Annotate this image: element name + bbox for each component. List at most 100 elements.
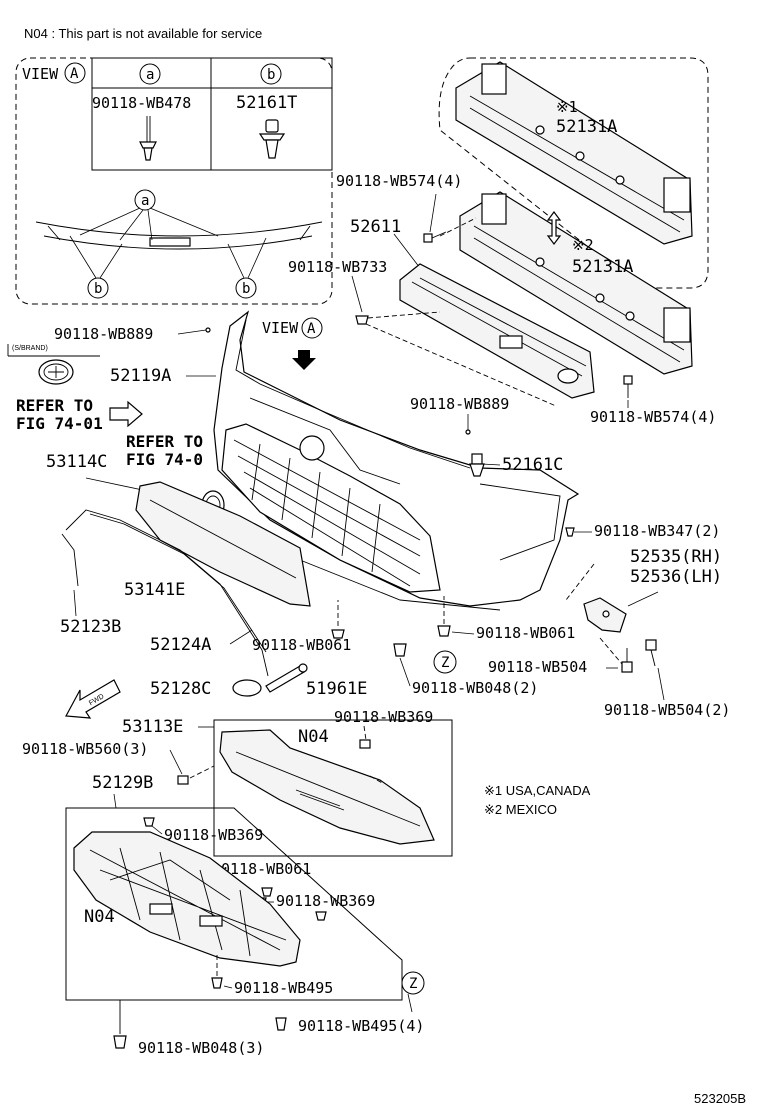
lower-grille-strip (135, 481, 311, 607)
col-b-letter: b (267, 67, 275, 83)
label-90118-wb504-b: 90118-WB504(2) (604, 701, 730, 719)
refer-arrow-icon (109, 400, 143, 428)
bumper-cover (213, 310, 580, 611)
mark-note-2: ※2 (572, 236, 594, 254)
screw-wb495-b-icon (275, 1017, 287, 1031)
header-note: N04 : This part is not available for ser… (24, 26, 262, 41)
view-a-letter: A (70, 66, 79, 82)
emblem-tag: (S/BRAND) (12, 345, 48, 352)
bolt-wb504-icon-2 (645, 639, 657, 667)
nut-wb061-c-icon (261, 887, 273, 897)
callout-z-1-letter: Z (441, 655, 449, 671)
label-90118-wb495-b: 90118-WB495(4) (298, 1017, 424, 1035)
bolt-wb504-icon (621, 648, 633, 673)
label-n04-b: N04 (84, 907, 115, 927)
label-52131a-usa: 52131A (556, 117, 617, 137)
bolt-icon-right (623, 375, 633, 398)
down-arrow-icon (292, 350, 316, 370)
bumper-moulding (61, 509, 269, 677)
clip-icon (355, 315, 369, 325)
refer-2-line-2: FIG 74-0 (126, 450, 203, 469)
label-90118-wb369-a: 90118-WB369 (334, 708, 433, 726)
energy-absorber (399, 263, 595, 399)
label-51961e: 51961E (306, 679, 367, 699)
lower-undercover (73, 831, 301, 967)
view-a-circle (64, 62, 86, 84)
col-a-letter: a (146, 67, 154, 83)
label-90118-wb733: 90118-WB733 (288, 258, 387, 276)
upper-undercover (219, 729, 435, 845)
label-90118-wb560: 90118-WB560(3) (22, 740, 148, 758)
label-90118-wb347: 90118-WB347(2) (594, 522, 720, 540)
nut-icon-a (331, 629, 345, 639)
label-90118-wb369-c: 90118-WB369 (276, 892, 375, 910)
callout-a (134, 189, 156, 211)
label-52131a-mexico: 52131A (572, 257, 633, 277)
bolt-icon (423, 231, 447, 243)
label-52123b: 52123B (60, 617, 121, 637)
col-b-circle (260, 63, 282, 85)
reinforcement-group: ※1 52131A ※2 52131A (438, 57, 709, 375)
screw-wb048-3-icon (113, 1000, 127, 1049)
label-90118-wb574-top: 90118-WB574(4) (336, 172, 462, 190)
label-52119a: 52119A (110, 366, 171, 386)
view-a-arrow-letter: A (307, 321, 316, 337)
view-a-title: VIEW (22, 65, 59, 83)
label-52124a: 52124A (150, 635, 211, 655)
label-52536: 52536(LH) (630, 567, 722, 587)
label-53114c: 53114C (46, 452, 107, 472)
callout-b1-letter: b (94, 281, 102, 297)
label-52611: 52611 (350, 217, 401, 237)
upper-cover-frame (213, 719, 453, 857)
towing-eye (265, 663, 308, 693)
mark-note-1: ※1 (556, 98, 578, 116)
emblem-icon (38, 359, 74, 385)
label-90118-wb495-a: 90118-WB495 (234, 979, 333, 997)
callout-a-letter: a (141, 193, 149, 209)
label-52128c: 52128C (150, 679, 211, 699)
screw-wb560-icon (177, 775, 189, 785)
callout-b2-letter: b (242, 281, 250, 297)
fastener-table (91, 57, 333, 171)
label-52129b: 52129B (92, 773, 153, 793)
view-a-detail: VIEW A a b 90118-WB478 52161T a (15, 57, 333, 305)
callout-z-2-letter: Z (409, 976, 417, 992)
label-90118-wb574-right: 90118-WB574(4) (590, 408, 716, 426)
callout-z-1 (433, 650, 457, 674)
push-clip-icon (258, 119, 286, 159)
label-90118-wb504-a: 90118-WB504 (488, 658, 587, 676)
view-a-arrow-circle (301, 317, 323, 339)
side-bracket (583, 597, 627, 633)
label-90118-wb369-b: 90118-WB369 (164, 826, 263, 844)
label-n04-a: N04 (298, 727, 329, 747)
refer-2-line-1: REFER TO (126, 432, 203, 451)
label-53113e: 53113E (122, 717, 183, 737)
front-bumper-reinforcement-1 (455, 61, 693, 245)
label-90118-wb061-a: 90118-WB061 (252, 636, 351, 654)
variant-arrow-icon (546, 211, 562, 245)
label-52161c: 52161C (502, 455, 563, 475)
label-90118-wb048-3: 90118-WB048(3) (138, 1039, 264, 1057)
label-90118-wb889-left: 90118-WB889 (54, 325, 153, 343)
front-bumper-reinforcement-2 (459, 191, 693, 375)
pin-rivet-icon (139, 116, 157, 161)
note-2: ※2 MEXICO (484, 802, 557, 817)
label-52535: 52535(RH) (630, 547, 722, 567)
screw-wb048-icon (393, 643, 407, 657)
clip-52161c-icon (469, 453, 485, 477)
nut-icon-b (437, 625, 451, 637)
label-90118-wb061-b: 90118-WB061 (476, 624, 575, 642)
callout-b2 (235, 277, 257, 299)
note-1: ※1 USA,CANADA (484, 783, 591, 798)
screw-wb495-a-icon (211, 977, 223, 989)
label-90118-wb061-c: 90118-WB061 (212, 860, 311, 878)
label-90118-wb048-2: 90118-WB048(2) (412, 679, 538, 697)
footer-code: 523205B (694, 1091, 746, 1106)
clip-wb369-d-icon (315, 911, 327, 921)
callout-b1 (87, 277, 109, 299)
view-a-arrow-label: VIEW (262, 319, 299, 337)
clip-wb369-b-icon (143, 817, 155, 827)
fwd-arrow: FWD (65, 679, 121, 719)
variant-outline (438, 57, 709, 289)
